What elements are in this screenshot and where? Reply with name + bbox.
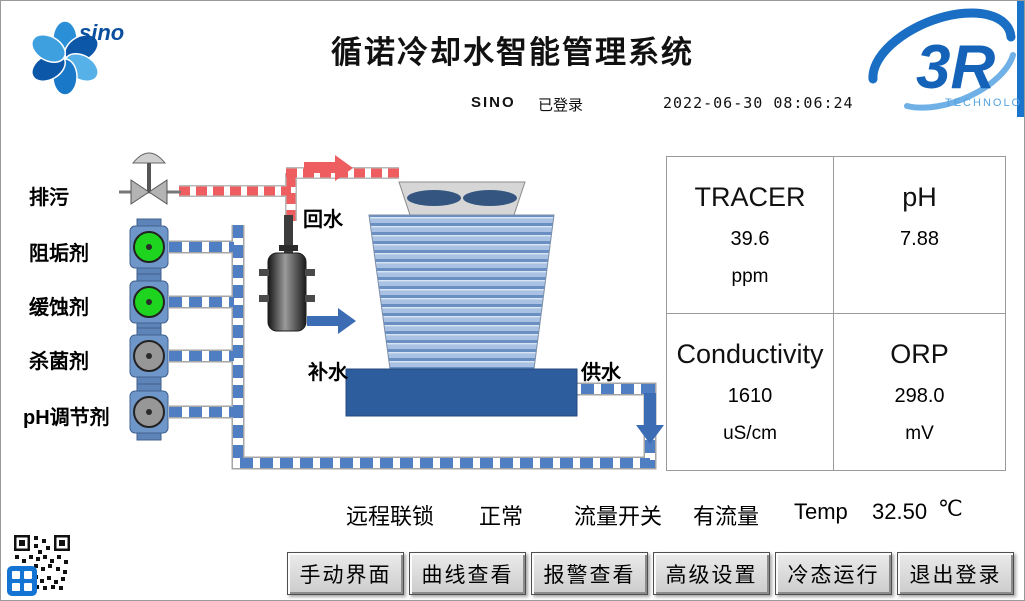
tower-basin [345,368,578,417]
measurement-name: ORP [890,339,949,369]
supply-flow-arrow-icon [636,393,664,444]
measurement-value: 39.6 [730,228,770,250]
measurement-value: 1610 [727,385,773,407]
drain-label: 排污 [29,187,69,209]
user-name: SINO [471,94,516,111]
interlock-label: 远程联锁 [346,504,435,529]
sidestream-filter [259,215,315,332]
pump-ph-adjuster [129,383,169,441]
chem-label-corrosion-inhibitor: 缓蚀剂 [29,297,89,319]
fan-blade-icon [407,190,461,206]
measurement-value: 298.0 [894,385,945,407]
measurement-unit: uS/cm [723,423,777,444]
3r-technology-logo: 3R TECHNOLOGY [868,8,1021,111]
drain-valve-icon [119,152,181,205]
nav-button-row: 手动界面 曲线查看 报警查看 高级设置 冷态运行 退出登录 [287,552,1014,595]
pipe-loop-blue [169,225,657,470]
temp-label: Temp [794,499,848,524]
measurement-panel: TRACER 39.6 ppm pH 7.88 Conductivity 161… [666,156,1006,471]
measurement-name: Conductivity [676,339,824,369]
measurement-conductivity: Conductivity 1610 uS/cm [667,314,834,470]
sino-logo-text: sino [79,20,124,45]
measurement-ph: pH 7.88 [834,157,1005,314]
cooling-tower [345,181,578,417]
measurement-value: 7.88 [900,228,939,250]
makeup-flow-arrow-icon [307,308,356,334]
cold-run-button[interactable]: 冷态运行 [775,552,892,595]
datetime: 2022-06-30 08:06:24 [663,94,854,112]
fan-blade-icon [463,190,517,206]
pump-biocide [129,327,169,385]
sino-logo: sino [31,20,124,96]
measurement-orp: ORP 298.0 mV [834,314,1005,470]
measurement-unit: mV [905,423,934,444]
advanced-settings-button[interactable]: 高级设置 [653,552,770,595]
logout-button[interactable]: 退出登录 [897,552,1014,595]
return-water-label: 回水 [303,209,343,231]
flow-switch-label: 流量开关 [574,504,663,529]
interlock-value: 正常 [479,504,524,529]
flow-switch-value: 有流量 [693,504,760,529]
chem-label-biocide: 杀菌剂 [29,351,89,373]
qr-app-icon [7,566,37,596]
login-status: 已登录 [538,97,584,114]
page-title: 循诺冷却水智能管理系统 [331,35,694,70]
measurement-unit: ppm [731,266,769,287]
swoosh-icon [868,8,1016,111]
manual-screen-button[interactable]: 手动界面 [287,552,404,595]
return-flow-arrow-icon [304,155,353,181]
edge-accent-bar [1017,1,1024,117]
pump-corrosion-inhibitor [129,273,169,331]
chem-label-scale-inhibitor: 阻垢剂 [29,243,89,265]
sino-pinwheel-icon [31,20,99,96]
temp-value: 32.50 [872,499,928,524]
3r-logo-text: 3R [916,33,995,102]
measurement-name: pH [902,182,937,212]
supply-water-label: 供水 [581,362,621,384]
measurement-name: TRACER [694,182,806,212]
chem-label-ph-adjuster: pH调节剂 [23,407,110,429]
3r-logo-subtext: TECHNOLOGY [945,97,1021,109]
measurement-tracer: TRACER 39.6 ppm [667,157,834,314]
makeup-water-label: 补水 [308,362,348,384]
temp-unit: ℃ [938,496,963,521]
pipe-return-red [179,167,399,221]
tower-body [368,214,555,370]
alarm-view-button[interactable]: 报警查看 [531,552,648,595]
pump-scale-inhibitor [129,218,169,276]
curve-view-button[interactable]: 曲线查看 [409,552,526,595]
